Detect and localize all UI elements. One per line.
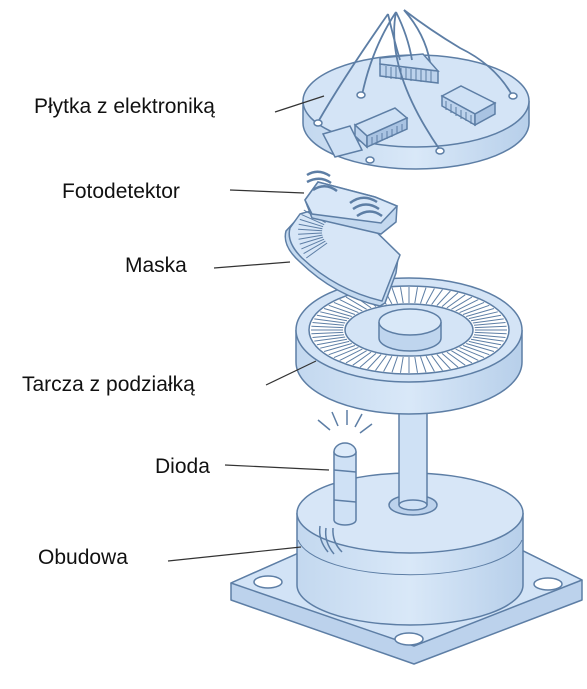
label-diode: Dioda — [155, 455, 210, 479]
code-disc — [296, 278, 522, 414]
label-electronics-board: Płytka z elektroniką — [34, 95, 215, 119]
shaft — [389, 398, 437, 515]
label-housing: Obudowa — [38, 546, 128, 570]
leader-fotodetektor — [230, 190, 304, 193]
leader-maska — [214, 262, 290, 268]
label-code-disc: Tarcza z podziałką — [22, 373, 195, 397]
electronics-board — [303, 10, 529, 169]
label-photodetector: Fotodetektor — [62, 180, 180, 204]
label-mask: Maska — [125, 254, 187, 278]
leader-dioda — [225, 465, 329, 470]
leader-obudowa — [168, 547, 301, 561]
